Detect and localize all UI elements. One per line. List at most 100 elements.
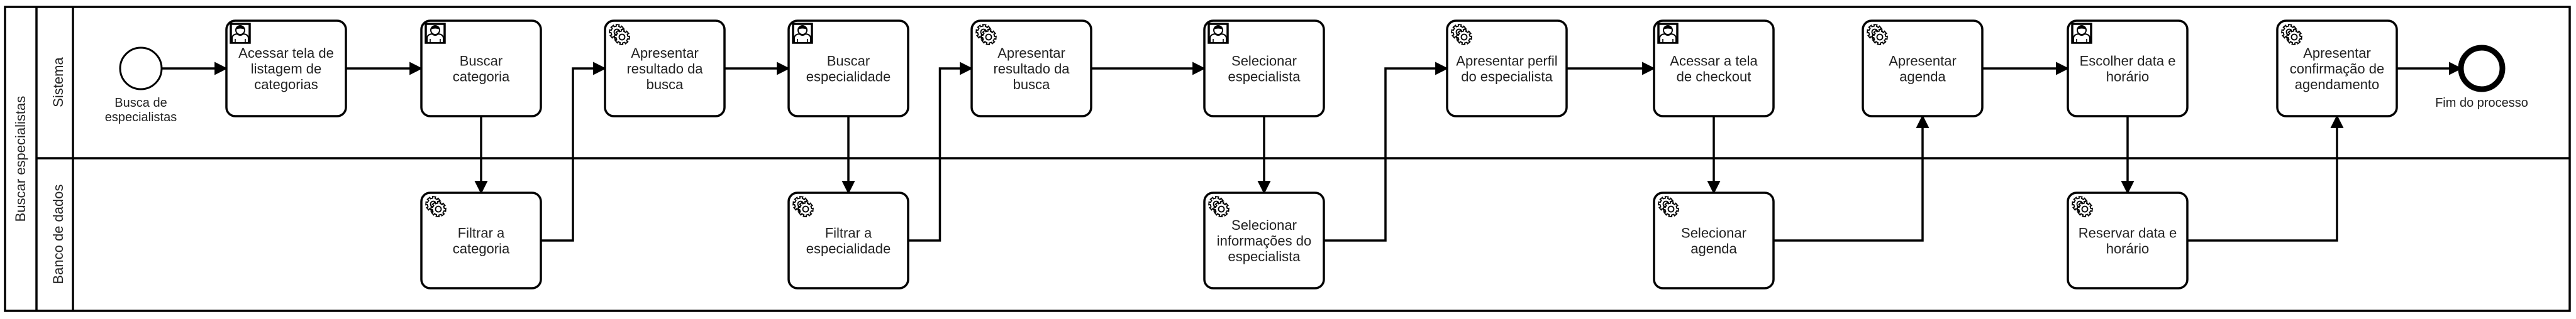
gear-icon bbox=[1658, 196, 1679, 217]
task-label-line: agenda bbox=[1899, 69, 1946, 85]
user-icon bbox=[230, 23, 251, 44]
sequence-flow-t9-t10 bbox=[1324, 62, 1449, 242]
task-label-line: categoria bbox=[453, 69, 510, 85]
task-label-line: Reservar data e bbox=[2079, 225, 2177, 241]
task-label-line: resultado da bbox=[993, 61, 1070, 77]
gear-icon bbox=[1208, 196, 1230, 217]
gear-icon bbox=[792, 196, 814, 217]
start-event-label: Busca de bbox=[114, 96, 167, 110]
sequence-flow-t15-t16 bbox=[2187, 114, 2344, 242]
task-box bbox=[2067, 192, 2189, 289]
end-event[interactable]: Fim do processo bbox=[2435, 45, 2528, 110]
task-label-line: especialidade bbox=[806, 241, 891, 257]
sequence-flow-t3-t4 bbox=[541, 62, 607, 242]
task-box bbox=[2067, 19, 2189, 117]
task-label-line: Acessar tela de bbox=[238, 45, 334, 61]
task-box bbox=[1653, 19, 1775, 117]
task-label-line: categoria bbox=[453, 241, 510, 257]
task-label-line: horário bbox=[2106, 69, 2149, 85]
user-icon bbox=[1208, 23, 1229, 44]
lane-label-banco-de-dados: Banco de dados bbox=[50, 184, 66, 284]
user-icon bbox=[1657, 23, 1679, 44]
task-label-line: listagem de bbox=[251, 61, 322, 77]
task-label-line: resultado da bbox=[626, 61, 703, 77]
start-event-circle bbox=[119, 46, 163, 90]
task-label-line: Filtrar a bbox=[825, 225, 872, 241]
sequence-flows bbox=[162, 62, 2463, 242]
task-box bbox=[1862, 19, 1984, 117]
task-label-line: Apresentar bbox=[1889, 53, 1957, 69]
gear-icon bbox=[1867, 24, 1888, 45]
pool-label: Buscar especialistas bbox=[13, 96, 28, 222]
task-box bbox=[787, 192, 909, 289]
end-event-circle bbox=[2458, 45, 2506, 92]
task-box bbox=[420, 192, 542, 289]
task-label-line: busca bbox=[647, 77, 684, 92]
task-label-line: Apresentar bbox=[2303, 45, 2371, 61]
task-label-line: Selecionar bbox=[1231, 217, 1297, 233]
gear-icon bbox=[975, 24, 997, 45]
task-box bbox=[225, 19, 347, 117]
lane-label-sistema: Sistema bbox=[50, 57, 66, 107]
sequence-flow-t6-t7 bbox=[908, 62, 974, 242]
start-event-label: especialistas bbox=[105, 111, 177, 124]
task-box bbox=[1203, 192, 1325, 289]
task-label-line: Apresentar bbox=[997, 45, 1065, 61]
user-icon bbox=[2071, 23, 2092, 44]
task-label-line: confirmação de bbox=[2290, 61, 2384, 77]
task-label-line: horário bbox=[2106, 241, 2149, 257]
task-label-line: do especialista bbox=[1461, 69, 1553, 85]
task-label-line: busca bbox=[1013, 77, 1050, 92]
task-box bbox=[420, 19, 542, 117]
lanes: Sistema Banco de dados bbox=[36, 7, 2570, 311]
task-label-line: especialista bbox=[1228, 249, 1301, 264]
task-label-line: agendamento bbox=[2295, 77, 2380, 92]
task-label-line: informações do bbox=[1217, 233, 1311, 249]
user-icon bbox=[792, 23, 813, 44]
sequence-flow-t12-t13 bbox=[1774, 114, 1929, 242]
task-label-line: de checkout bbox=[1677, 69, 1752, 85]
gear-icon bbox=[425, 196, 447, 217]
task-label-line: Buscar bbox=[460, 53, 502, 69]
gear-icon bbox=[609, 24, 630, 45]
task-label-line: categorias bbox=[254, 77, 318, 92]
task-label-line: Filtrar a bbox=[458, 225, 505, 241]
task-box bbox=[604, 19, 726, 117]
gear-icon bbox=[2072, 196, 2093, 217]
task-label-line: Apresentar perfil bbox=[1456, 53, 1557, 69]
task-label-line: Selecionar bbox=[1681, 225, 1746, 241]
task-box bbox=[1203, 19, 1325, 117]
task-box bbox=[787, 19, 909, 117]
task-label-line: especialista bbox=[1228, 69, 1301, 85]
task-label-line: Buscar bbox=[827, 53, 870, 69]
task-box bbox=[970, 19, 1092, 117]
task-label-line: Escolher data e bbox=[2080, 53, 2176, 69]
user-icon bbox=[425, 23, 446, 44]
gear-icon bbox=[1451, 24, 1472, 45]
task-label-line: Apresentar bbox=[631, 45, 699, 61]
task-label-line: agenda bbox=[1690, 241, 1737, 257]
task-box bbox=[2276, 19, 2398, 117]
task-box bbox=[1653, 192, 1775, 289]
task-label-line: Acessar a tela bbox=[1670, 53, 1758, 69]
